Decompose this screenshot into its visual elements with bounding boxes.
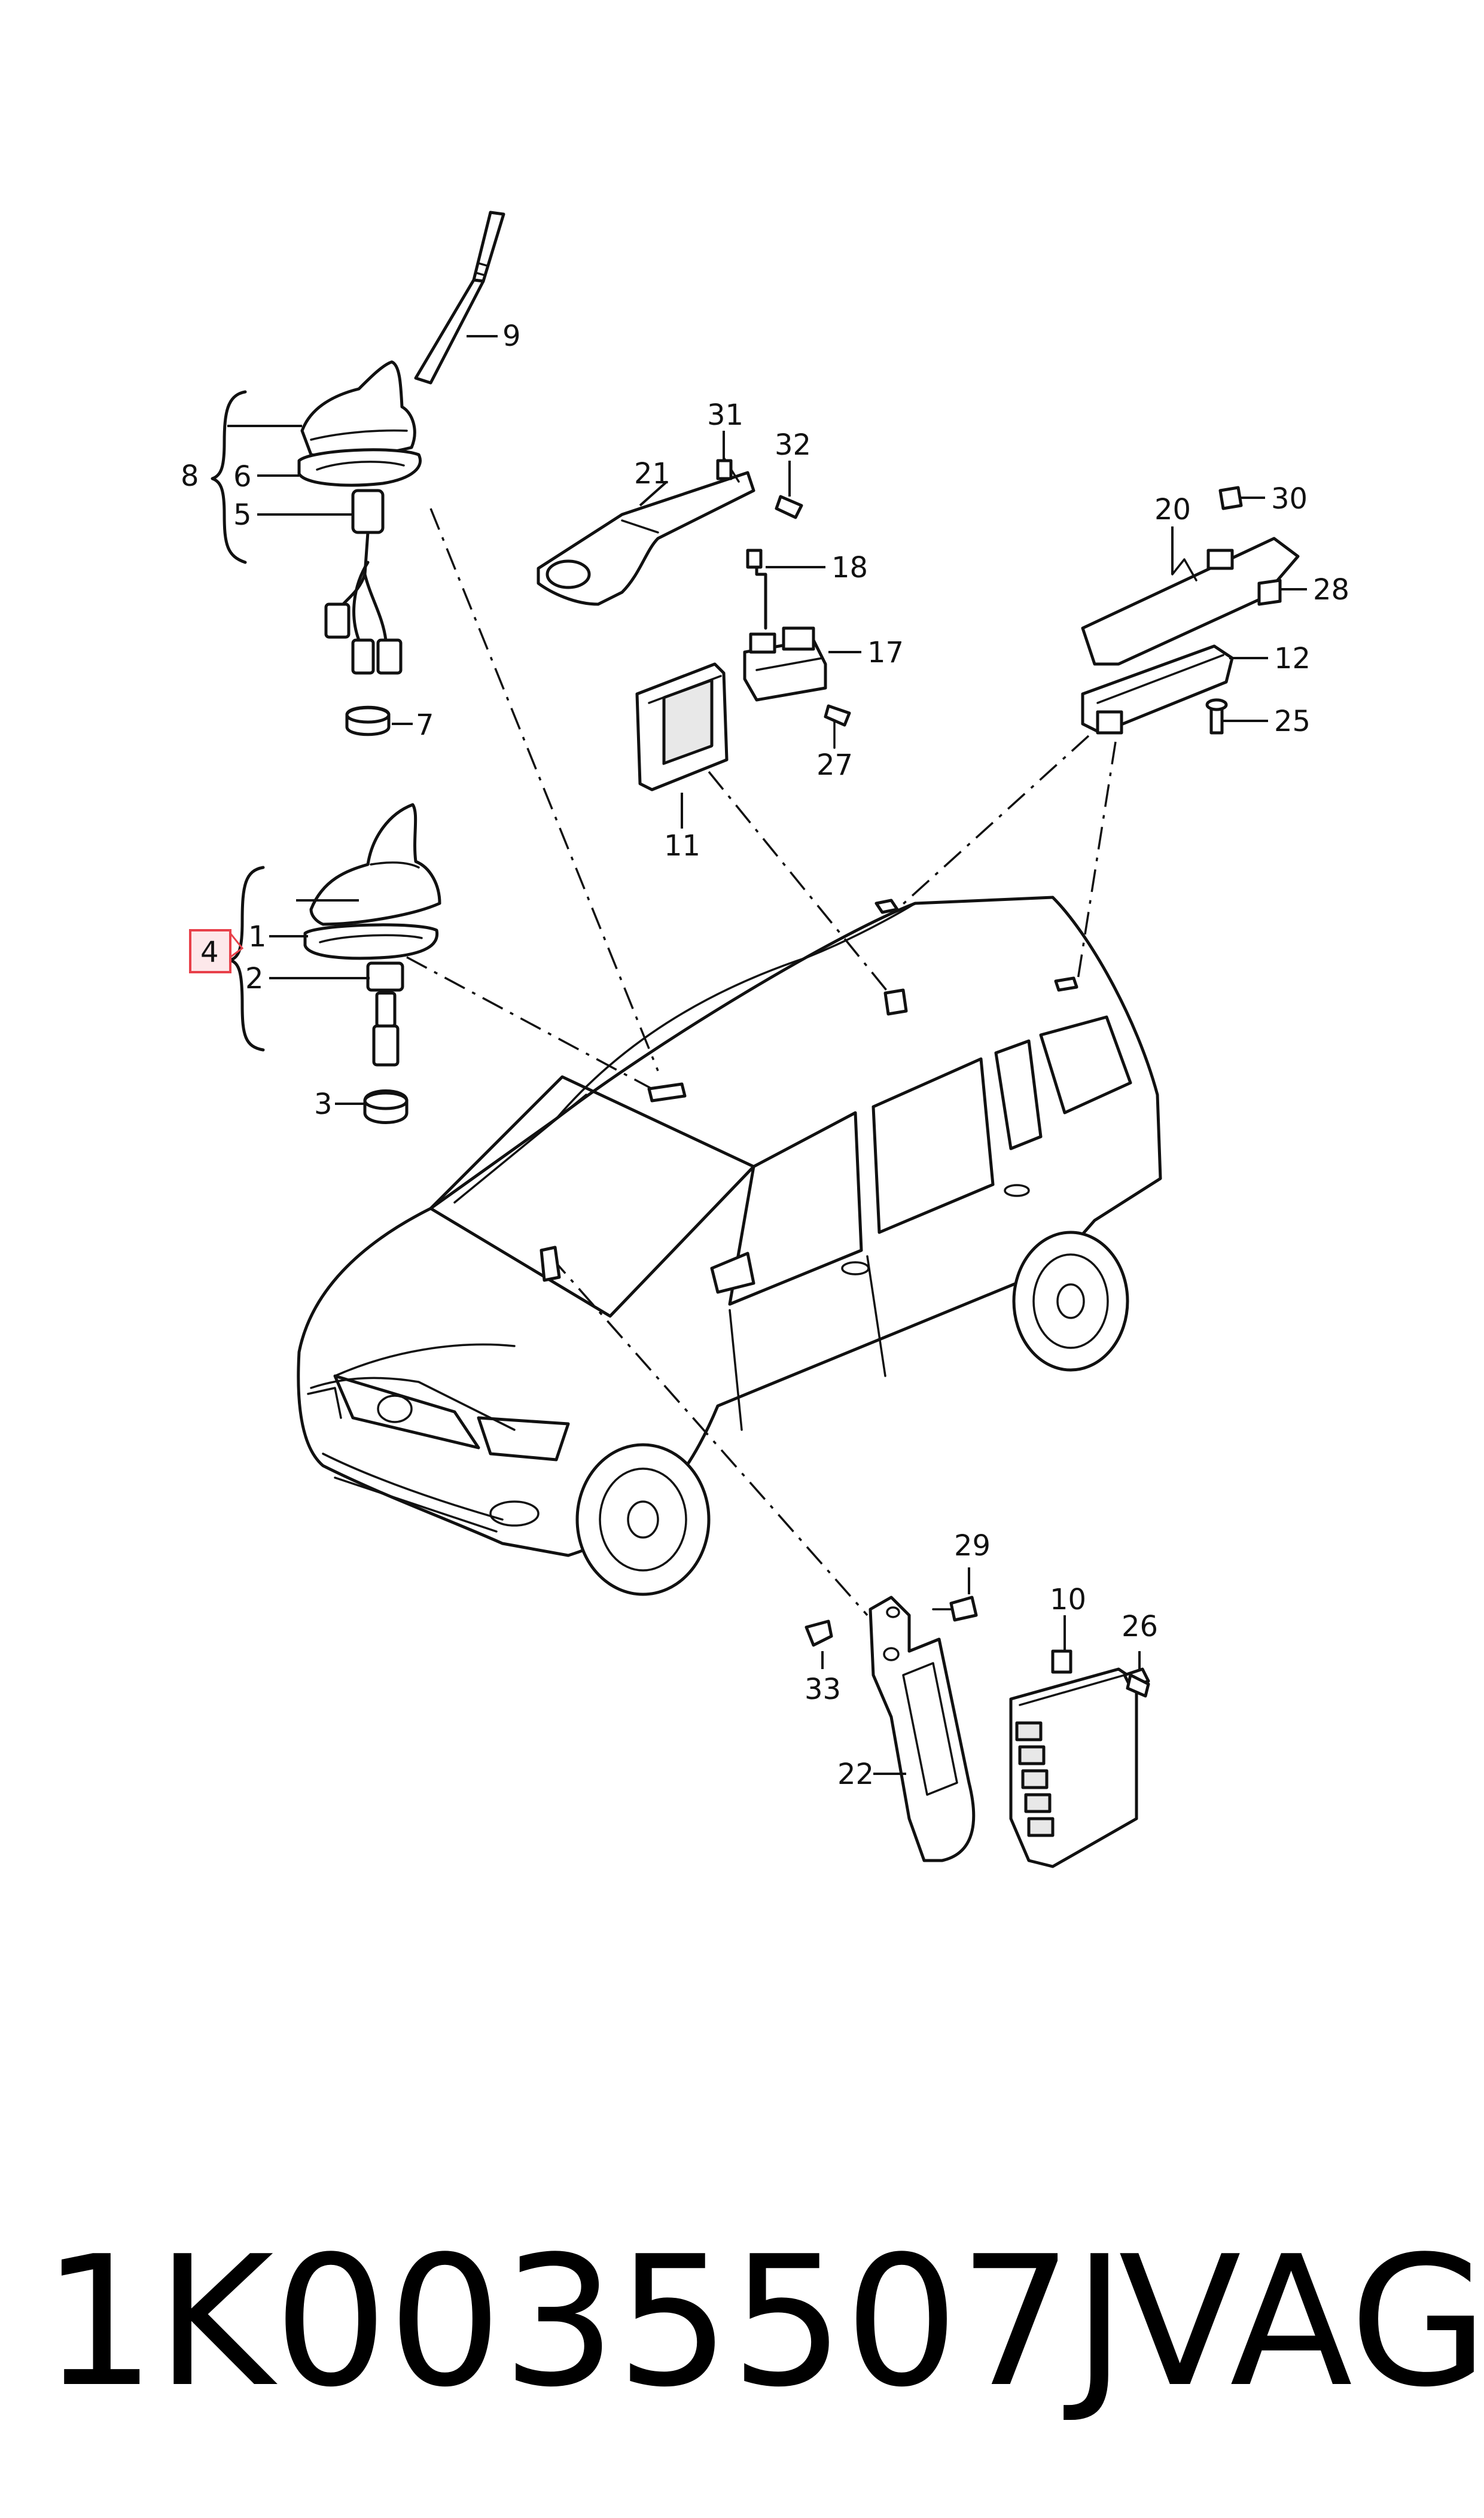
- callout-10: 10: [1050, 1583, 1086, 1616]
- control-unit-11: [635, 662, 729, 829]
- callout-labels: 9 8 6 5 7 1 4 2 3 21 31 32 18 17 27 11 2…: [181, 319, 1349, 1791]
- callout-4: 4: [200, 936, 219, 969]
- callout-5: 5: [233, 498, 252, 532]
- assembly-lines: [406, 508, 1117, 1616]
- callout-30: 30: [1271, 482, 1308, 516]
- callout-18: 18: [831, 551, 868, 584]
- roof-antenna-assembly-upper: [211, 360, 422, 675]
- callout-1: 1: [248, 920, 267, 954]
- bracket-21: [537, 431, 803, 606]
- callout-3: 3: [314, 1088, 333, 1121]
- callout-12: 12: [1274, 642, 1311, 675]
- callout-2: 2: [245, 962, 264, 995]
- callout-11: 11: [664, 829, 700, 863]
- antenna-nut-lower: [335, 1089, 409, 1124]
- callout-17: 17: [867, 636, 904, 669]
- car-illustration: [297, 896, 1162, 1596]
- callout-25: 25: [1274, 705, 1311, 738]
- callout-32: 32: [775, 428, 811, 462]
- callout-8: 8: [181, 459, 199, 493]
- callout-27: 27: [816, 748, 853, 782]
- callout-29: 29: [954, 1529, 991, 1563]
- callout-6: 6: [233, 460, 252, 494]
- bracket-22: [805, 1567, 978, 1862]
- highlight-box-4: [189, 929, 244, 973]
- connector-pins: [1015, 1721, 1055, 1837]
- module-17: [743, 549, 861, 749]
- callout-21: 21: [634, 457, 671, 491]
- antenna-nut-upper: [345, 705, 413, 736]
- control-unit-10: [1009, 1615, 1150, 1868]
- callout-31: 31: [707, 398, 743, 432]
- callout-20: 20: [1154, 493, 1191, 526]
- callout-9: 9: [502, 319, 521, 353]
- brand-name: VAG: [1119, 2218, 1484, 2426]
- panel-20: [1081, 486, 1307, 666]
- footer: 1K0035507J VAG: [42, 2218, 1484, 2426]
- amplifier-12: [1081, 644, 1268, 735]
- callout-33: 33: [805, 1673, 841, 1706]
- callout-26: 26: [1122, 1610, 1158, 1643]
- callout-22: 22: [837, 1758, 874, 1791]
- roof-antenna-assembly-lower: [228, 803, 441, 1067]
- callout-7: 7: [416, 708, 434, 742]
- antenna-rod-part: [414, 211, 505, 385]
- part-number: 1K0035507J: [42, 2218, 1126, 2426]
- callout-28: 28: [1313, 573, 1349, 607]
